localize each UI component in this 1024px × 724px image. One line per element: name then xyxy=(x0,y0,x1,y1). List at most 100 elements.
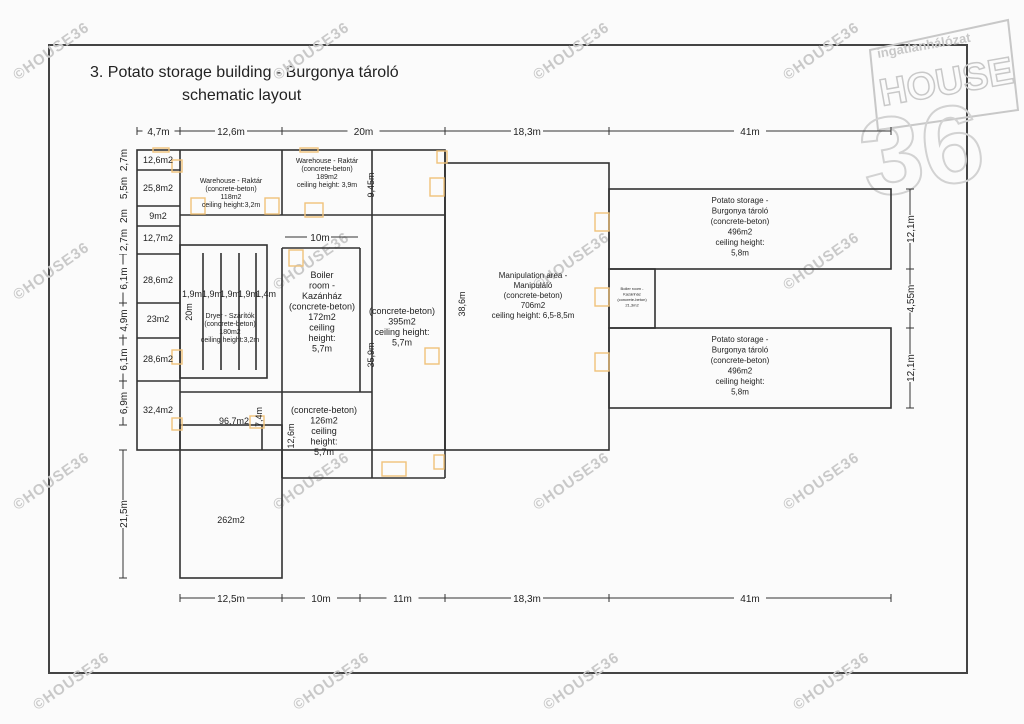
plan-title: 3. Potato storage building - Burgonya tá… xyxy=(90,64,399,81)
hall-395-label: ceiling height: xyxy=(374,327,429,337)
small-room-area: 25,8m2 xyxy=(143,183,173,193)
left-dimension-label: 6,1m xyxy=(119,348,130,370)
left-dimension-label: 4,9m xyxy=(119,309,130,331)
top-dimension-label-bg xyxy=(347,125,380,137)
left-dimension-21-label: 21,5m xyxy=(119,500,130,528)
left-dimension-label-bg xyxy=(117,226,129,254)
manipulation-area-label: Manipuláló xyxy=(514,281,553,290)
bottom-dimension-label: 41m xyxy=(740,594,759,605)
drawing-frame xyxy=(48,44,968,674)
potato-storage-1-label: Burgonya tároló xyxy=(712,207,769,216)
doors-layer xyxy=(152,147,610,477)
manipulation-area-label: 706m2 xyxy=(521,301,546,310)
bottom-dimension-label: 10m xyxy=(311,594,330,605)
door-icon xyxy=(171,159,183,173)
potato-storage-2-label: ceiling height: xyxy=(716,377,765,386)
room-126-label: 5,7m xyxy=(314,447,334,457)
warehouse-1-label: Warehouse - Raktár xyxy=(200,178,263,185)
warehouse-2-label: 189m2 xyxy=(316,174,338,181)
bottom-dimension-label: 11m xyxy=(393,594,412,605)
left-dimension-label: 2,7m xyxy=(119,149,130,171)
potato-storage-2-label: 5,8m xyxy=(731,388,749,397)
door-icon xyxy=(264,197,280,215)
small-boiler-room-label: (concrete-beton) xyxy=(617,297,647,302)
room-262-label: 262m2 xyxy=(217,515,245,525)
small-boiler-room-label: Boiler room - xyxy=(621,286,645,291)
top-dimension-label: 12,6m xyxy=(217,127,245,138)
room-126-label: (concrete-beton) xyxy=(291,405,357,415)
boiler-room-label: room - xyxy=(309,281,335,291)
room-126-label: 126m2 xyxy=(310,416,338,426)
dryer-column-dim: 1,9m xyxy=(182,289,202,299)
boiler-room-label: Kazánház xyxy=(302,291,343,301)
dryer-label: Dryer - Szárítók xyxy=(205,313,255,320)
door-icon xyxy=(433,454,445,470)
right-dimension-label-bg xyxy=(904,284,916,313)
warehouse2-height-dim: 9,45m xyxy=(366,172,376,197)
room-96-label: 96,7m2 xyxy=(219,416,249,426)
logo-number: 36 xyxy=(851,79,993,200)
room-126-label: height: xyxy=(310,437,337,447)
left-dimension-label: 2m xyxy=(119,209,130,223)
bottom-dimension-label-bg xyxy=(215,592,247,604)
dryer-height-dim: 20m xyxy=(184,303,194,321)
potato-storage-2-label: Potato storage - xyxy=(712,335,769,344)
top-dimension-label-bg xyxy=(734,125,766,137)
left-dimension-label: 6,9m xyxy=(119,392,130,414)
left-dimension-label-bg xyxy=(117,174,129,202)
door-icon xyxy=(299,147,319,153)
hall-395-label: (concrete-beton) xyxy=(369,306,435,316)
bottom-dimension-label-bg xyxy=(305,592,337,604)
boiler-room-label: 172m2 xyxy=(308,312,336,322)
warehouse-2-label: (concrete-beton) xyxy=(301,166,352,173)
hall-395-label: 5,7m xyxy=(392,338,412,348)
left-dimension-label-bg xyxy=(117,306,129,335)
potato-storage-1-label: 496m2 xyxy=(728,228,753,237)
right-dimension-label: 12,1m xyxy=(906,354,917,382)
left-dimension-label-bg xyxy=(117,345,129,374)
potato-storage-1-label: Potato storage - xyxy=(712,196,769,205)
small-room-area: 23m2 xyxy=(147,314,170,324)
boiler-room-label: 5,7m xyxy=(312,344,332,354)
door-icon xyxy=(381,461,407,477)
potato-storage-1-label: (concrete-beton) xyxy=(711,217,770,226)
door-icon xyxy=(594,287,610,307)
boiler-width-dim-bg xyxy=(307,231,331,243)
manipulation-area-label: (concrete-beton) xyxy=(504,291,563,300)
warehouse-1-label: 118m2 xyxy=(221,194,242,201)
top-dimension-label: 41m xyxy=(740,127,759,138)
boiler-room-label: Boiler xyxy=(310,270,333,280)
dryer-column-dim: 1,9m xyxy=(202,289,222,299)
small-room-area: 12,7m2 xyxy=(143,233,173,243)
door-icon xyxy=(429,177,445,197)
bottom-dimension-label: 18,3m xyxy=(513,594,541,605)
boiler-room-label: height: xyxy=(308,333,335,343)
dryer-column-dim: 1,4m xyxy=(256,289,276,299)
left-dimension-label-bg xyxy=(117,146,129,174)
potato-storage-1-label: ceiling height: xyxy=(716,238,765,247)
door-icon xyxy=(171,417,183,431)
warehouse-2-label: ceiling height: 3,9m xyxy=(297,182,357,189)
small-room-area: 32,4m2 xyxy=(143,405,173,415)
boiler-room-label: ceiling xyxy=(309,323,335,333)
manipulation-height-dim: 38,6m xyxy=(457,291,467,316)
top-dimension-label: 4,7m xyxy=(147,127,169,138)
dryer-column-dim: 1,9m xyxy=(220,289,240,299)
right-dimension-label-bg xyxy=(904,215,916,243)
top-dimension-label: 20m xyxy=(354,127,373,138)
top-dimension-label-bg xyxy=(142,125,175,137)
door-icon xyxy=(152,147,170,153)
bottom-dimension-label-bg xyxy=(386,592,419,604)
house36-logo: ingatlanhálózat HOUSE 36 xyxy=(850,18,1020,200)
logo-outline xyxy=(868,18,1020,132)
left-dimension-label: 2,7m xyxy=(119,229,130,251)
door-icon xyxy=(171,349,183,365)
left-dimension-label: 6,1m xyxy=(119,267,130,289)
manipulation-area-label: ceiling height: 6,5-8,5m xyxy=(492,311,575,320)
small-room-height-dim: 7,4m xyxy=(254,407,264,427)
left-dimension-label-bg xyxy=(117,202,129,230)
right-dimension-label-bg xyxy=(904,354,916,382)
